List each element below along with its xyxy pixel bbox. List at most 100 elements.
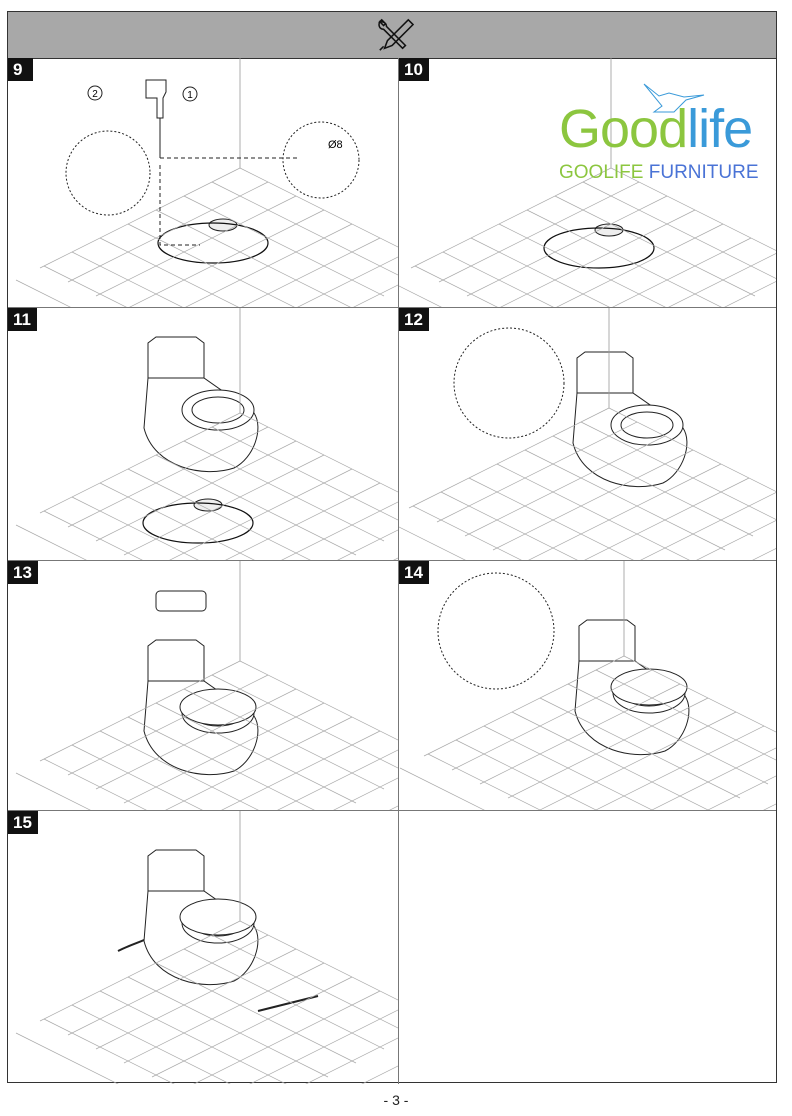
toilet-drawing xyxy=(572,351,688,488)
floor-tile-line xyxy=(496,463,690,560)
floor-tile-line xyxy=(640,492,776,560)
floor-tile-line xyxy=(552,435,754,537)
step-15-panel: 15 xyxy=(8,811,399,1084)
floor-tile-line xyxy=(528,463,722,560)
toilet-drawing xyxy=(143,336,259,473)
tools-header-bar xyxy=(8,12,776,59)
floor-tile-line xyxy=(455,739,597,810)
floor-tile-line xyxy=(412,505,522,560)
floor-tile-line xyxy=(249,1009,398,1084)
floor-tile-line xyxy=(43,1018,175,1084)
floor-tile-line xyxy=(127,716,315,810)
floor-tile-line xyxy=(155,702,357,804)
floor-tile-line xyxy=(95,688,297,790)
floor-tile-line xyxy=(410,167,612,269)
floor-tile-line xyxy=(668,253,776,307)
floor-tile-line xyxy=(264,280,398,307)
floor-tile-line xyxy=(408,407,610,509)
step-9-illustration: 2 1 Ø8 xyxy=(15,58,398,307)
floor-tile-line xyxy=(281,501,398,560)
callout-2: 2 xyxy=(92,89,98,100)
floor-tile-line xyxy=(414,265,498,307)
floor-tile-line xyxy=(71,251,183,307)
floor-tile-line xyxy=(129,209,325,307)
brand-name: Goodlife xyxy=(559,99,753,159)
step-number: 9 xyxy=(8,58,33,81)
floor-tile-line xyxy=(277,749,398,810)
toilet-drawing xyxy=(143,639,259,776)
floor-tile-line xyxy=(15,279,71,307)
floor-tile-line xyxy=(466,195,668,297)
floor-tile-line xyxy=(470,237,610,307)
floor-tile-line xyxy=(539,711,737,810)
floor-tile-line xyxy=(580,421,776,520)
floor-tile-line xyxy=(185,223,353,307)
floor-tile-line xyxy=(468,477,634,560)
floor-tile-line xyxy=(353,284,398,307)
step-12-panel: 12 xyxy=(399,308,776,561)
floor-tile-line xyxy=(524,449,726,551)
hummingbird-icon xyxy=(643,83,705,113)
floor-tile-line xyxy=(623,655,776,733)
floor-tile-line xyxy=(297,256,398,307)
floor-tile-line xyxy=(442,251,554,307)
floor-tile-line xyxy=(239,920,398,1001)
brand-tagline: GOOLIFE FURNITURE xyxy=(559,162,759,183)
floor-tile-line xyxy=(71,496,199,560)
step-13-panel: 13 xyxy=(8,561,399,811)
floor-tile-line xyxy=(239,167,398,248)
floor-tile-line xyxy=(127,223,295,307)
floor-tile-line xyxy=(183,440,385,542)
floor-tile-line xyxy=(399,285,442,307)
drain-flange xyxy=(208,218,238,232)
floor-tile-line xyxy=(71,744,203,810)
floor-tile-line xyxy=(43,265,127,307)
floor-tile-line xyxy=(15,772,91,810)
floor-tile-line xyxy=(211,934,398,1029)
step-10-panel: 10 Goodlife GOOLIFE FURNITURE xyxy=(399,58,776,308)
floor-tile-line xyxy=(99,482,255,560)
step-9-panel: 9 2 1 Ø8 xyxy=(8,58,399,308)
floor-tile-line xyxy=(498,223,666,307)
floor-tile-line xyxy=(427,753,541,810)
floor-tile-line xyxy=(595,725,765,810)
empty-panel xyxy=(399,811,776,1084)
floor-tile-line xyxy=(211,181,398,276)
step-number: 10 xyxy=(399,58,429,81)
floor-tile-line xyxy=(123,702,325,804)
floor-tile-line xyxy=(95,440,297,542)
step-12-illustration xyxy=(399,308,776,560)
floor-tile-line xyxy=(438,181,640,283)
floor-tile-line xyxy=(183,195,385,297)
tools-icon xyxy=(378,18,414,51)
floor-tile-line xyxy=(507,697,709,799)
floor-tile-line xyxy=(436,421,638,523)
floor-tile-line xyxy=(608,407,776,492)
floor-tile-line xyxy=(399,767,485,810)
floor-tile-line xyxy=(526,209,722,307)
step-13-illustration xyxy=(15,561,398,810)
floor-tile-line xyxy=(483,725,653,810)
floor-tile-line xyxy=(127,468,311,560)
floor-tile-line xyxy=(610,167,776,251)
detail-callout-circle xyxy=(453,327,565,439)
step-number: 13 xyxy=(8,561,38,584)
floor-tile-line xyxy=(67,181,269,283)
floor-template-outline xyxy=(543,227,655,269)
floor-tile-line xyxy=(39,167,241,269)
floor-tile-line xyxy=(225,482,381,560)
step-11-panel: 11 xyxy=(8,308,399,561)
goodlife-watermark-logo: Goodlife GOOLIFE FURNITURE xyxy=(549,80,769,190)
step-11-illustration xyxy=(15,308,398,560)
floor-tile-line xyxy=(123,454,325,556)
floor-tile-line xyxy=(95,195,297,297)
floor-tile-line xyxy=(595,669,776,761)
floor-tile-line xyxy=(582,181,776,279)
floor-tile-line xyxy=(361,1065,398,1084)
floor-tile-line xyxy=(554,195,756,297)
floor-tile-line xyxy=(241,237,381,307)
floor-tile-line xyxy=(39,660,241,762)
drill-size-label: Ø8 xyxy=(328,139,343,151)
step-number: 14 xyxy=(399,561,429,584)
floor-tile-line xyxy=(15,1032,119,1084)
